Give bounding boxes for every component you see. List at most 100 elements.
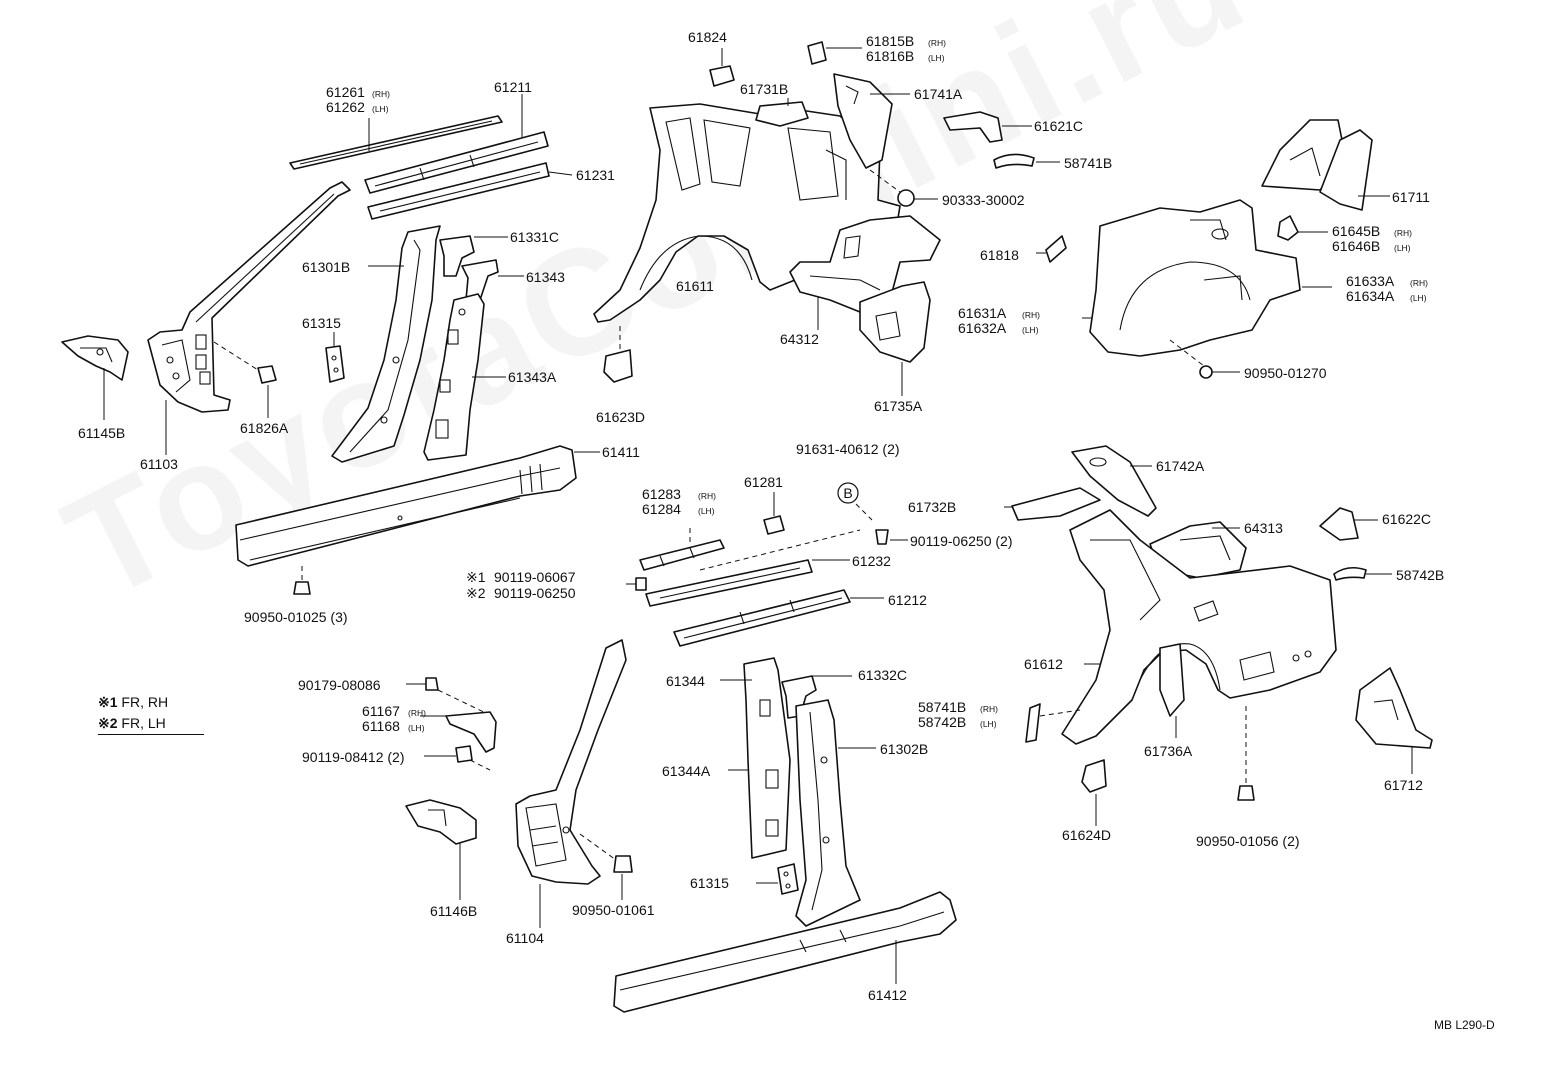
svg-text:(RH): (RH) [698,491,716,501]
svg-text:61711: 61711 [1392,189,1430,205]
svg-text:61646B: 61646B [1332,238,1380,254]
part-61623D [603,349,633,383]
part-61732B [1011,487,1101,521]
svg-text:61624D: 61624D [1062,827,1111,843]
svg-text:61283: 61283 [642,486,681,502]
svg-text:61735A: 61735A [874,398,923,414]
svg-text:61816B: 61816B [866,48,914,64]
svg-text:61315: 61315 [690,875,729,891]
svg-text:(RH): (RH) [1410,278,1428,288]
diagram-code: MB L290-D [1434,1018,1495,1032]
svg-text:61331C: 61331C [510,229,559,245]
svg-text:(LH): (LH) [698,506,715,516]
part-61343A [423,293,485,461]
part-61631A [1089,199,1301,357]
part-61281 [763,515,785,535]
svg-text:61315: 61315 [302,315,341,331]
part-61302B [795,699,861,927]
svg-text:61211: 61211 [494,79,532,95]
part-61103 [147,181,351,413]
svg-text:61611: 61611 [676,278,714,294]
svg-text:90950-01270: 90950-01270 [1244,365,1327,381]
part-61232 [645,559,813,607]
callout-b: B [837,482,859,504]
svg-text:B: B [843,485,852,501]
svg-text:(LH): (LH) [1410,293,1427,303]
part-90950-01061 [613,855,633,873]
part-90119-06067 [635,577,647,591]
svg-text:61826A: 61826A [240,420,289,436]
svg-text:61284: 61284 [642,501,681,517]
part-58741B [993,153,1035,169]
labels: 61261 (RH) 61262 (LH) 61211 61231 61331C… [78,29,1444,1003]
part-90950-01056 [1237,785,1255,801]
part-61645B [1277,215,1299,241]
part-61824 [709,65,735,87]
svg-text:61712: 61712 [1384,777,1423,793]
svg-text:61818: 61818 [980,247,1019,263]
svg-text:(RH): (RH) [980,704,998,714]
svg-text:(RH): (RH) [1022,310,1040,320]
svg-text:58742B: 58742B [1396,567,1444,583]
legend-note-2: ※2 FR, LH [98,713,204,735]
part-61621C [943,111,1003,143]
svg-text:90179-08086: 90179-08086 [298,677,381,693]
svg-text:61824: 61824 [688,29,727,45]
svg-text:(LH): (LH) [372,104,389,114]
part-61818 [1045,235,1067,263]
svg-text:(RH): (RH) [408,708,426,718]
part-61742A [1071,445,1157,517]
svg-text:91631-40612 (2): 91631-40612 (2) [796,441,900,457]
svg-text:61281: 61281 [744,474,783,490]
part-64312 [789,215,941,313]
svg-text:61343: 61343 [526,269,565,285]
part-61344A [743,657,791,859]
part-61315-upper [325,345,345,383]
svg-text:61632A: 61632A [958,320,1007,336]
svg-text:64313: 64313 [1244,520,1283,536]
part-58742B [1333,566,1367,581]
svg-text:90119-06067: 90119-06067 [494,569,576,585]
svg-text:61232: 61232 [852,553,891,569]
svg-text:61302B: 61302B [880,741,928,757]
svg-text:61104: 61104 [506,930,544,946]
part-61731B [755,101,809,127]
svg-text:90119-06250 (2): 90119-06250 (2) [910,533,1012,549]
part-61712 [1355,667,1433,749]
part-61736A [1159,643,1185,717]
svg-text:61622C: 61622C [1382,511,1431,527]
svg-text:61623D: 61623D [596,409,645,425]
part-61826A [257,365,277,384]
part-61301B [331,225,441,463]
svg-text:58741B: 58741B [1064,155,1112,171]
svg-text:61168: 61168 [362,718,400,734]
svg-text:61332C: 61332C [858,667,907,683]
part-90950-01025 [293,581,311,595]
legend-note-1: ※1 FR, RH [98,694,169,710]
part-90119-08412 [455,745,473,763]
part-61145B [61,335,129,381]
svg-text:61262: 61262 [326,99,365,115]
svg-text:90119-06250: 90119-06250 [494,585,576,601]
part-61231 [367,162,550,220]
part-61815B [807,41,827,65]
part-61146B [405,799,477,845]
svg-text:61736A: 61736A [1144,743,1193,759]
svg-text:90950-01056 (2): 90950-01056 (2) [1196,833,1300,849]
svg-text:61167: 61167 [362,703,400,719]
svg-text:61741A: 61741A [914,86,963,102]
part-61283 [639,539,725,571]
svg-text:※1: ※1 [466,569,486,585]
part-61343 [461,259,499,301]
svg-text:61742A: 61742A [1156,458,1205,474]
svg-text:61633A: 61633A [1346,273,1395,289]
svg-text:61301B: 61301B [302,259,350,275]
svg-text:61621C: 61621C [1034,118,1083,134]
svg-text:61103: 61103 [140,456,178,472]
svg-text:61412: 61412 [868,987,907,1003]
part-61212 [673,589,851,647]
svg-text:90950-01025 (3): 90950-01025 (3) [244,609,348,625]
svg-text:(LH): (LH) [408,723,425,733]
svg-text:61231: 61231 [576,167,615,183]
